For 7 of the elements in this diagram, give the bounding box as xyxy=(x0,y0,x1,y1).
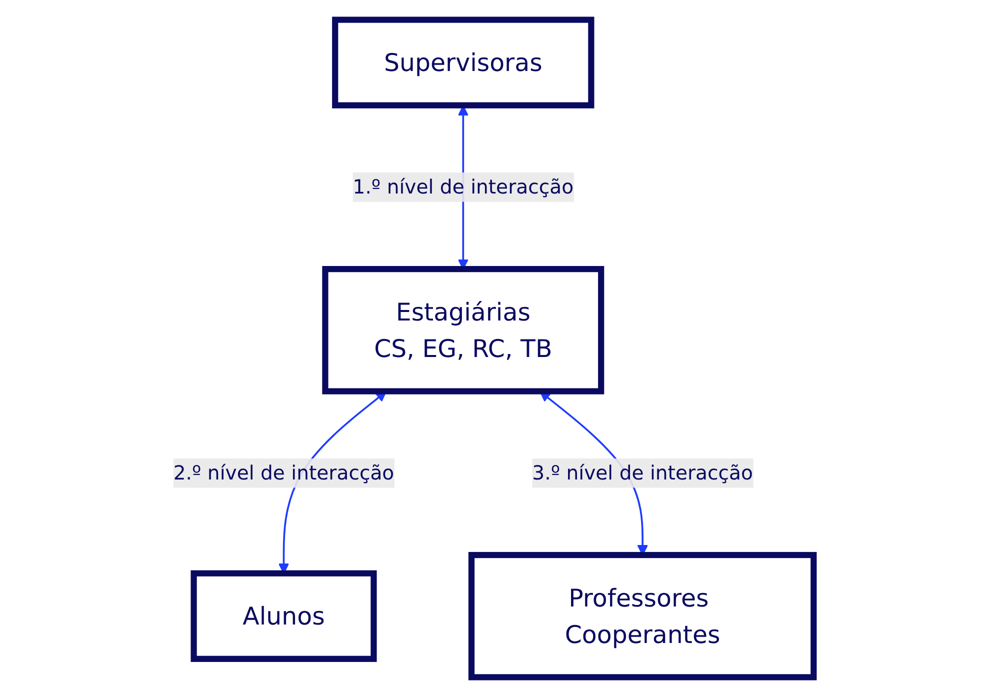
edge-label: 1.º nível de interacção xyxy=(352,174,574,198)
node-box: Supervisoras xyxy=(332,16,594,108)
edge-label: 2.º nível de interacção xyxy=(173,460,394,484)
node-box: Estagiárias CS, EG, RC, TB xyxy=(322,266,604,394)
edge-label: 3.º nível de interacção xyxy=(532,460,753,484)
node-box: Professores Cooperantes xyxy=(468,552,817,680)
node-box: Alunos xyxy=(190,570,377,662)
